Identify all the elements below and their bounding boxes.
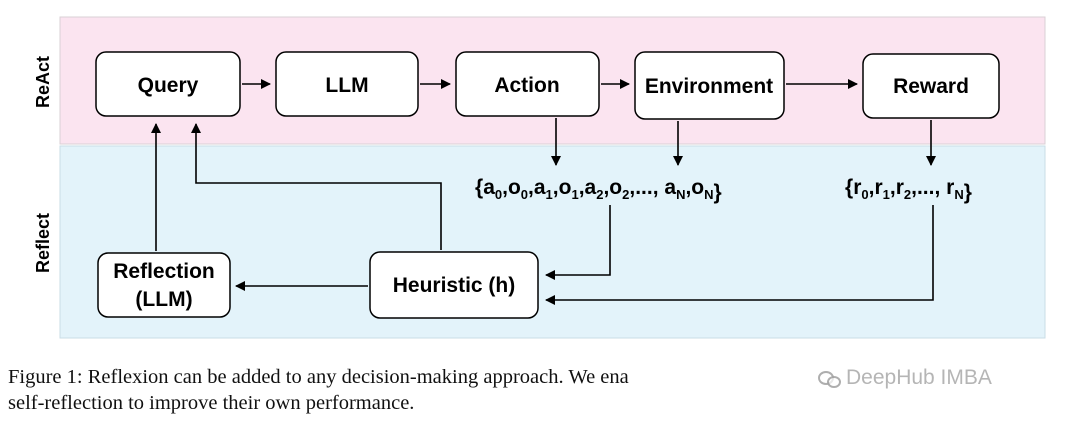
- trajectory-separator-0: ,: [502, 176, 508, 199]
- trajectory-subscript-0: 0: [495, 187, 502, 202]
- trajectory-token-4: a: [585, 176, 597, 199]
- trajectory-token-2: a: [534, 176, 546, 199]
- reward-token-0: r: [853, 176, 861, 199]
- reflection-label-line1: Reflection: [113, 260, 215, 283]
- trajectory-close-brace: }: [714, 181, 722, 204]
- trajectory-separator-3: ,: [579, 176, 585, 199]
- reward-separator-0: ,: [869, 176, 875, 199]
- trajectory-separator-4: ,: [603, 176, 609, 199]
- trajectory-separator-5: ,...,: [629, 176, 664, 199]
- reflexion-diagram: ReAct Reflect Query LLM Action Environme…: [33, 16, 1046, 339]
- trajectory-separator-6: ,: [685, 176, 691, 199]
- trajectory-subscript-1: 0: [521, 187, 528, 202]
- reward-subscript-0: 0: [861, 187, 868, 202]
- trajectory-open-brace: {: [475, 176, 483, 199]
- trajectory-subscript-7: N: [704, 187, 713, 202]
- trajectory-sequence: {a0,o0,a1,o1,a2,o2,..., aN,oN}: [475, 176, 722, 204]
- trajectory-separator-2: ,: [553, 176, 559, 199]
- llm-node: LLM: [275, 51, 419, 117]
- trajectory-subscript-6: N: [676, 187, 685, 202]
- react-band-label: ReAct: [33, 56, 53, 108]
- reward-open-brace: {: [845, 176, 853, 199]
- arrow-heuristic-to-query: [191, 123, 442, 250]
- trajectory-token-5: o: [609, 176, 622, 199]
- reward-close-brace: }: [964, 181, 972, 204]
- trajectory-token-3: o: [559, 176, 572, 199]
- watermark-text: DeepHub IMBA: [846, 366, 992, 389]
- wechat-icon: [818, 369, 841, 388]
- reward-label: Reward: [893, 75, 969, 98]
- query-label: Query: [138, 74, 199, 97]
- trajectory-subscript-2: 1: [546, 187, 553, 202]
- arrow-rewards-to-heuristic: [545, 205, 934, 305]
- trajectory-token-6: a: [664, 176, 676, 199]
- caption-line-2: self-reflection to improve their own per…: [8, 392, 415, 414]
- action-node: Action: [455, 51, 600, 117]
- environment-node: Environment: [634, 51, 785, 120]
- query-node: Query: [95, 51, 241, 117]
- heuristic-node: Heuristic (h): [369, 251, 539, 319]
- reward-subscript-1: 1: [883, 187, 890, 202]
- trajectory-separator-1: ,: [528, 176, 534, 199]
- trajectory-subscript-4: 2: [596, 187, 603, 202]
- trajectory-subscript-3: 1: [571, 187, 578, 202]
- trajectory-token-7: o: [691, 176, 704, 199]
- environment-label: Environment: [645, 75, 773, 98]
- reward-token-2: r: [896, 176, 904, 199]
- reflect-band-label: Reflect: [33, 213, 53, 273]
- caption-line-1: Figure 1: Reflexion can be added to any …: [8, 366, 629, 388]
- reward-separator-2: ,...,: [911, 176, 946, 199]
- reward-node: Reward: [862, 53, 1000, 119]
- trajectory-subscript-5: 2: [622, 187, 629, 202]
- trajectory-token-1: o: [508, 176, 521, 199]
- reward-sequence: {r0,r1,r2,..., rN}: [845, 176, 972, 204]
- watermark: DeepHub IMBA: [818, 366, 992, 390]
- reward-token-3: r: [946, 176, 954, 199]
- reward-subscript-2: 2: [904, 187, 911, 202]
- heuristic-label: Heuristic (h): [393, 274, 516, 297]
- reflection-node: Reflection (LLM): [97, 252, 231, 318]
- reward-separator-1: ,: [890, 176, 896, 199]
- action-label: Action: [494, 74, 559, 97]
- llm-label: LLM: [325, 74, 368, 97]
- reflection-label-line2: (LLM): [135, 288, 192, 311]
- reward-subscript-3: N: [954, 187, 963, 202]
- arrow-trajectory-to-heuristic: [545, 205, 611, 280]
- reward-token-1: r: [874, 176, 882, 199]
- trajectory-token-0: a: [483, 176, 495, 199]
- figure-caption: Figure 1: Reflexion can be added to any …: [8, 364, 1074, 416]
